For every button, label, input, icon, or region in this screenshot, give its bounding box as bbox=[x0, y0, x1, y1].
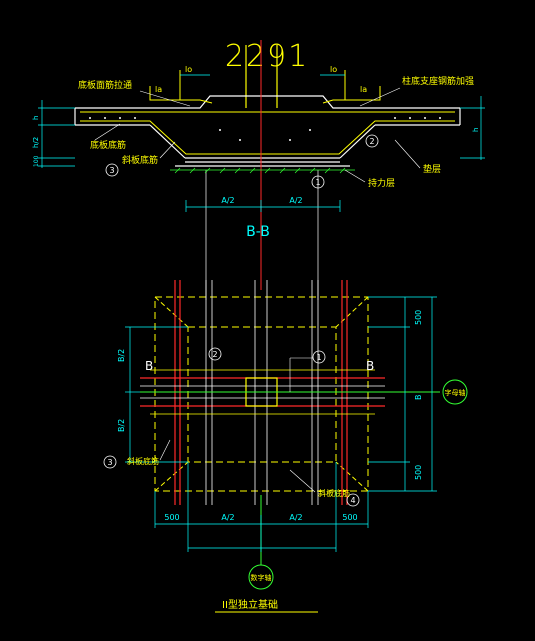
svg-text:1: 1 bbox=[316, 353, 321, 362]
dim-right-bottom: 500 bbox=[414, 465, 423, 480]
section-callout-1: 1 bbox=[311, 175, 325, 189]
dim-bottom-a2: A/2 bbox=[289, 513, 302, 522]
axis-bubble-horizontal: 字母轴 bbox=[442, 379, 468, 405]
lo-left-label: lo bbox=[185, 65, 192, 74]
svg-text:3: 3 bbox=[107, 458, 112, 467]
svg-text:1: 1 bbox=[315, 178, 320, 187]
plan-left-dims bbox=[125, 326, 188, 463]
section-left-dims bbox=[38, 100, 75, 168]
dim-right-top: 500 bbox=[414, 310, 423, 325]
dim-bottom-a1: A/2 bbox=[221, 513, 234, 522]
dim-a-half-left: A/2 bbox=[221, 196, 234, 205]
foundation-outline bbox=[74, 95, 461, 167]
section-a-dims bbox=[185, 200, 341, 212]
svg-text:字母轴: 字母轴 bbox=[445, 388, 466, 397]
axis-bubble-vertical: 数字轴 bbox=[248, 564, 274, 590]
page-code: 2291 bbox=[225, 39, 309, 74]
dim-right: h bbox=[472, 128, 480, 132]
plan-callout-3: 3 bbox=[103, 455, 117, 469]
section-centerlines bbox=[205, 40, 319, 300]
lo-right-label: lo bbox=[330, 65, 337, 74]
leader-top-left bbox=[139, 90, 191, 107]
dim-left-top: h bbox=[32, 116, 40, 120]
label-sloped-rebar: 斜板底筋 bbox=[122, 154, 158, 166]
plan-sloped-rebar-left: 斜板底筋 bbox=[127, 456, 159, 466]
ground-hatch bbox=[170, 167, 355, 174]
dim-b-total: B bbox=[414, 395, 423, 401]
plan-bottom-dims bbox=[154, 462, 369, 552]
svg-text:2: 2 bbox=[212, 350, 217, 359]
svg-text:4: 4 bbox=[350, 496, 355, 505]
plan-callout-4: 4 bbox=[346, 493, 360, 507]
label-top-left: 底板面筋拉通 bbox=[78, 79, 132, 91]
svg-text:2: 2 bbox=[369, 137, 374, 146]
label-cushion: 垫层 bbox=[423, 163, 441, 175]
plan-callout-2: 2 bbox=[208, 347, 222, 361]
plan-leader-left bbox=[159, 439, 171, 461]
la-right-label: la bbox=[360, 85, 367, 94]
section-view: lo lo la la 底板面筋拉通 柱底支座钢筋加强 底板底筋 斜板底筋 持力… bbox=[32, 40, 485, 300]
la-left-label: la bbox=[155, 85, 162, 94]
plan-section-mark-left: B bbox=[145, 359, 153, 373]
svg-text:3: 3 bbox=[109, 166, 114, 175]
label-left-bottom: 底板底筋 bbox=[90, 139, 126, 151]
leader-left-bottom bbox=[94, 123, 121, 141]
svg-text:数字轴: 数字轴 bbox=[251, 573, 272, 582]
plan-callout-1: 1 bbox=[312, 350, 326, 364]
leader-sloped-rebar bbox=[159, 141, 176, 159]
column-stub bbox=[245, 45, 278, 108]
leader-cushion bbox=[394, 139, 421, 169]
dim-bottom-right: 500 bbox=[342, 513, 357, 522]
plan-sloped-rebar-bottom: 斜板底筋 bbox=[318, 488, 350, 498]
dim-bottom-left: 500 bbox=[164, 513, 179, 522]
plan-title: II型独立基础 bbox=[222, 598, 278, 611]
section-callout-2: 2 bbox=[365, 134, 379, 148]
leader-top-right bbox=[359, 87, 401, 107]
dim-a-half-right: A/2 bbox=[289, 196, 302, 205]
plan-view: B B B/2 B/2 500 500 B bbox=[103, 280, 468, 613]
leader-bearing-layer bbox=[344, 169, 366, 183]
dim-left-mid: h/2 bbox=[32, 137, 40, 148]
plan-section-mark-right: B bbox=[366, 359, 374, 373]
plan-right-dims bbox=[368, 296, 437, 492]
section-callout-3: 3 bbox=[105, 163, 119, 177]
plan-yellow-rebars bbox=[150, 369, 375, 415]
label-bearing-layer: 持力层 bbox=[368, 177, 395, 189]
plan-outline-inner bbox=[187, 326, 337, 463]
plan-outline-outer bbox=[154, 296, 369, 492]
dim-b-half-bottom: B/2 bbox=[117, 419, 126, 432]
section-right-dims bbox=[460, 96, 485, 160]
dim-left-bottom: 100 bbox=[33, 155, 40, 167]
plan-leader-bottom bbox=[289, 469, 316, 493]
section-title: B-B bbox=[246, 224, 270, 240]
dim-b-half-top: B/2 bbox=[117, 349, 126, 362]
section-rebar-dots bbox=[89, 117, 441, 141]
plan-diagonals bbox=[154, 296, 369, 492]
label-top-right: 柱底支座钢筋加强 bbox=[402, 75, 474, 87]
